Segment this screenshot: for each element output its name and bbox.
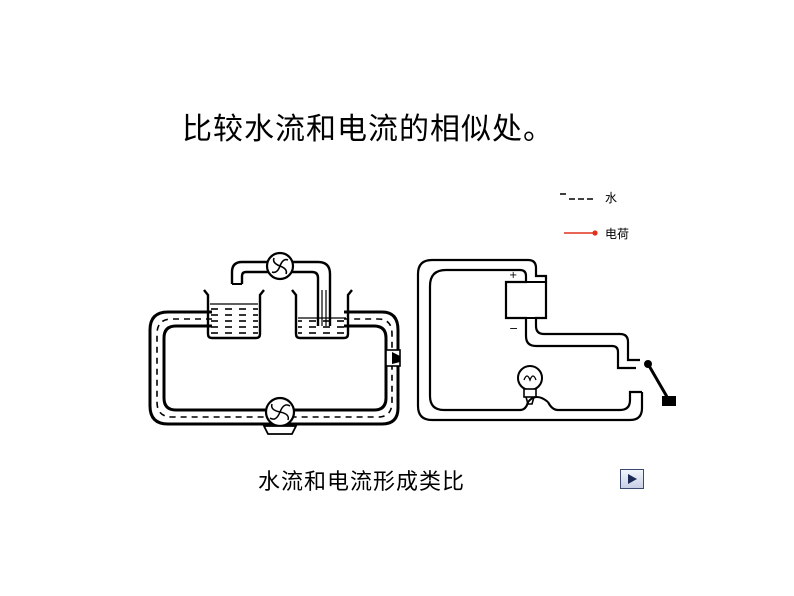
legend-charge-label: 电荷 xyxy=(605,227,629,241)
battery-plus-label: + xyxy=(509,270,517,281)
play-triangle-icon xyxy=(628,474,637,484)
light-bulb-icon xyxy=(517,365,549,405)
page-title: 比较水流和电流的相似处。 xyxy=(182,112,554,147)
legend-water: 水 xyxy=(560,191,617,205)
pump-icon xyxy=(269,403,291,421)
legend-charge: 电荷 xyxy=(564,227,629,241)
battery-minus-label: − xyxy=(509,322,518,335)
electric-circuit xyxy=(416,258,644,422)
play-button[interactable] xyxy=(620,469,644,489)
battery: + − xyxy=(505,270,547,335)
turbine-icon xyxy=(271,257,289,275)
switch xyxy=(644,360,676,406)
water-circuit xyxy=(148,251,401,435)
diagram-caption: 水流和电流形成类比 xyxy=(258,470,466,495)
legend-water-label: 水 xyxy=(605,191,617,205)
